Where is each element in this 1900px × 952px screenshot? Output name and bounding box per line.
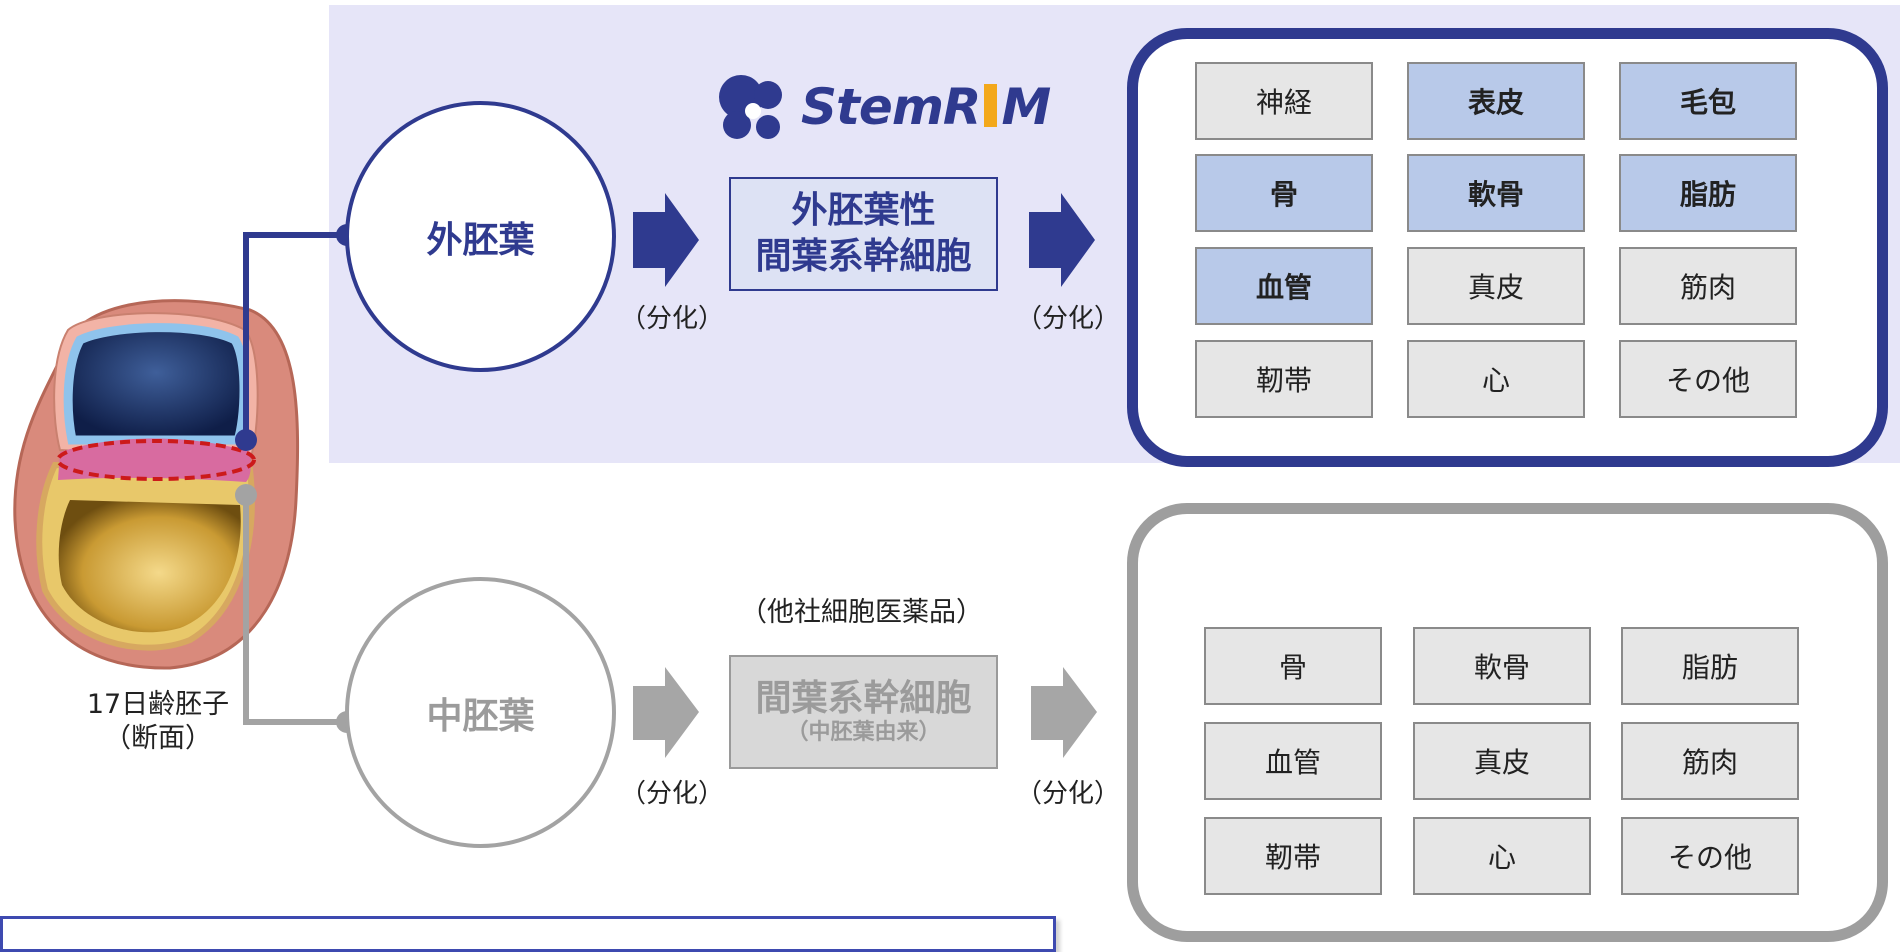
ectoderm-cell-type: 血管 (1195, 247, 1373, 325)
right-arrow-icon (633, 667, 699, 758)
differentiation-label: （分化） (1016, 779, 1121, 809)
stem-cell-line-1: 外胚葉性 (791, 190, 936, 231)
mesoderm-cell-type: 真皮 (1413, 722, 1591, 800)
mesoderm-cell-type: 心 (1413, 817, 1591, 895)
ectoderm-cell-type: 骨 (1195, 154, 1373, 232)
mesoderm-cell-type: 筋肉 (1621, 722, 1799, 800)
mesoderm-cell-type: 脂肪 (1621, 627, 1799, 705)
ectoderm-origin-dot (235, 429, 257, 451)
mesoderm-cell-type: その他 (1621, 817, 1799, 895)
mesoderm-cell-type: 靭帯 (1204, 817, 1382, 895)
ectodermal-msc-box: 外胚葉性 間葉系幹細胞 (729, 177, 998, 291)
ectoderm-cell-type: 軟骨 (1407, 154, 1585, 232)
msc-title: 間葉系幹細胞 (755, 678, 972, 719)
embryo-label-line-2: （断面） (104, 723, 212, 754)
bottom-note-box (0, 916, 1056, 952)
ectoderm-cell-type: 毛包 (1619, 62, 1797, 140)
ectoderm-cell-type: 筋肉 (1619, 247, 1797, 325)
differentiation-label: （分化） (1016, 304, 1121, 334)
differentiation-label: （分化） (620, 779, 725, 809)
ectoderm-cell-type: 心 (1407, 340, 1585, 418)
ectoderm-cell-type: 真皮 (1407, 247, 1585, 325)
logo-accent-bar (984, 84, 998, 127)
right-arrow-icon (1029, 193, 1095, 287)
ectoderm-cell-type: 神経 (1195, 62, 1373, 140)
embryo-label: 17日齢胚子 （断面） (48, 688, 268, 756)
embryo-label-line-1: 17日齢胚子 (86, 689, 230, 720)
mesoderm-circle: 中胚葉 (345, 577, 616, 848)
diagram-connectors (13, 193, 1097, 758)
ectoderm-connector-line (243, 232, 347, 440)
ectoderm-circle: 外胚葉 (345, 101, 616, 372)
ectoderm-cell-type: 表皮 (1407, 62, 1585, 140)
mesoderm-cell-type: 血管 (1204, 722, 1382, 800)
msc-origin: （中胚葉由来） (786, 720, 941, 745)
mesoderm-connector-line (243, 495, 347, 725)
stemrim-logo-icon (719, 75, 782, 139)
right-arrow-icon (633, 193, 699, 287)
differentiation-label: （分化） (620, 304, 725, 334)
mesoderm-origin-dot (235, 484, 257, 506)
stem-cell-line-2: 間葉系幹細胞 (755, 236, 972, 277)
mesoderm-label: 中胚葉 (426, 695, 535, 737)
mesodermal-msc-box: 間葉系幹細胞 （中胚葉由来） (729, 655, 998, 769)
ectoderm-cell-type: 脂肪 (1619, 154, 1797, 232)
embryo-cross-section-image (13, 299, 300, 670)
mesoderm-cell-type: 骨 (1204, 627, 1382, 705)
ectoderm-cell-type: その他 (1619, 340, 1797, 418)
ectoderm-cell-type: 靭帯 (1195, 340, 1373, 418)
other-company-label: （他社細胞医薬品） (740, 597, 983, 628)
mesoderm-cell-type: 軟骨 (1413, 627, 1591, 705)
right-arrow-icon (1031, 667, 1097, 758)
ectoderm-label: 外胚葉 (426, 219, 535, 261)
